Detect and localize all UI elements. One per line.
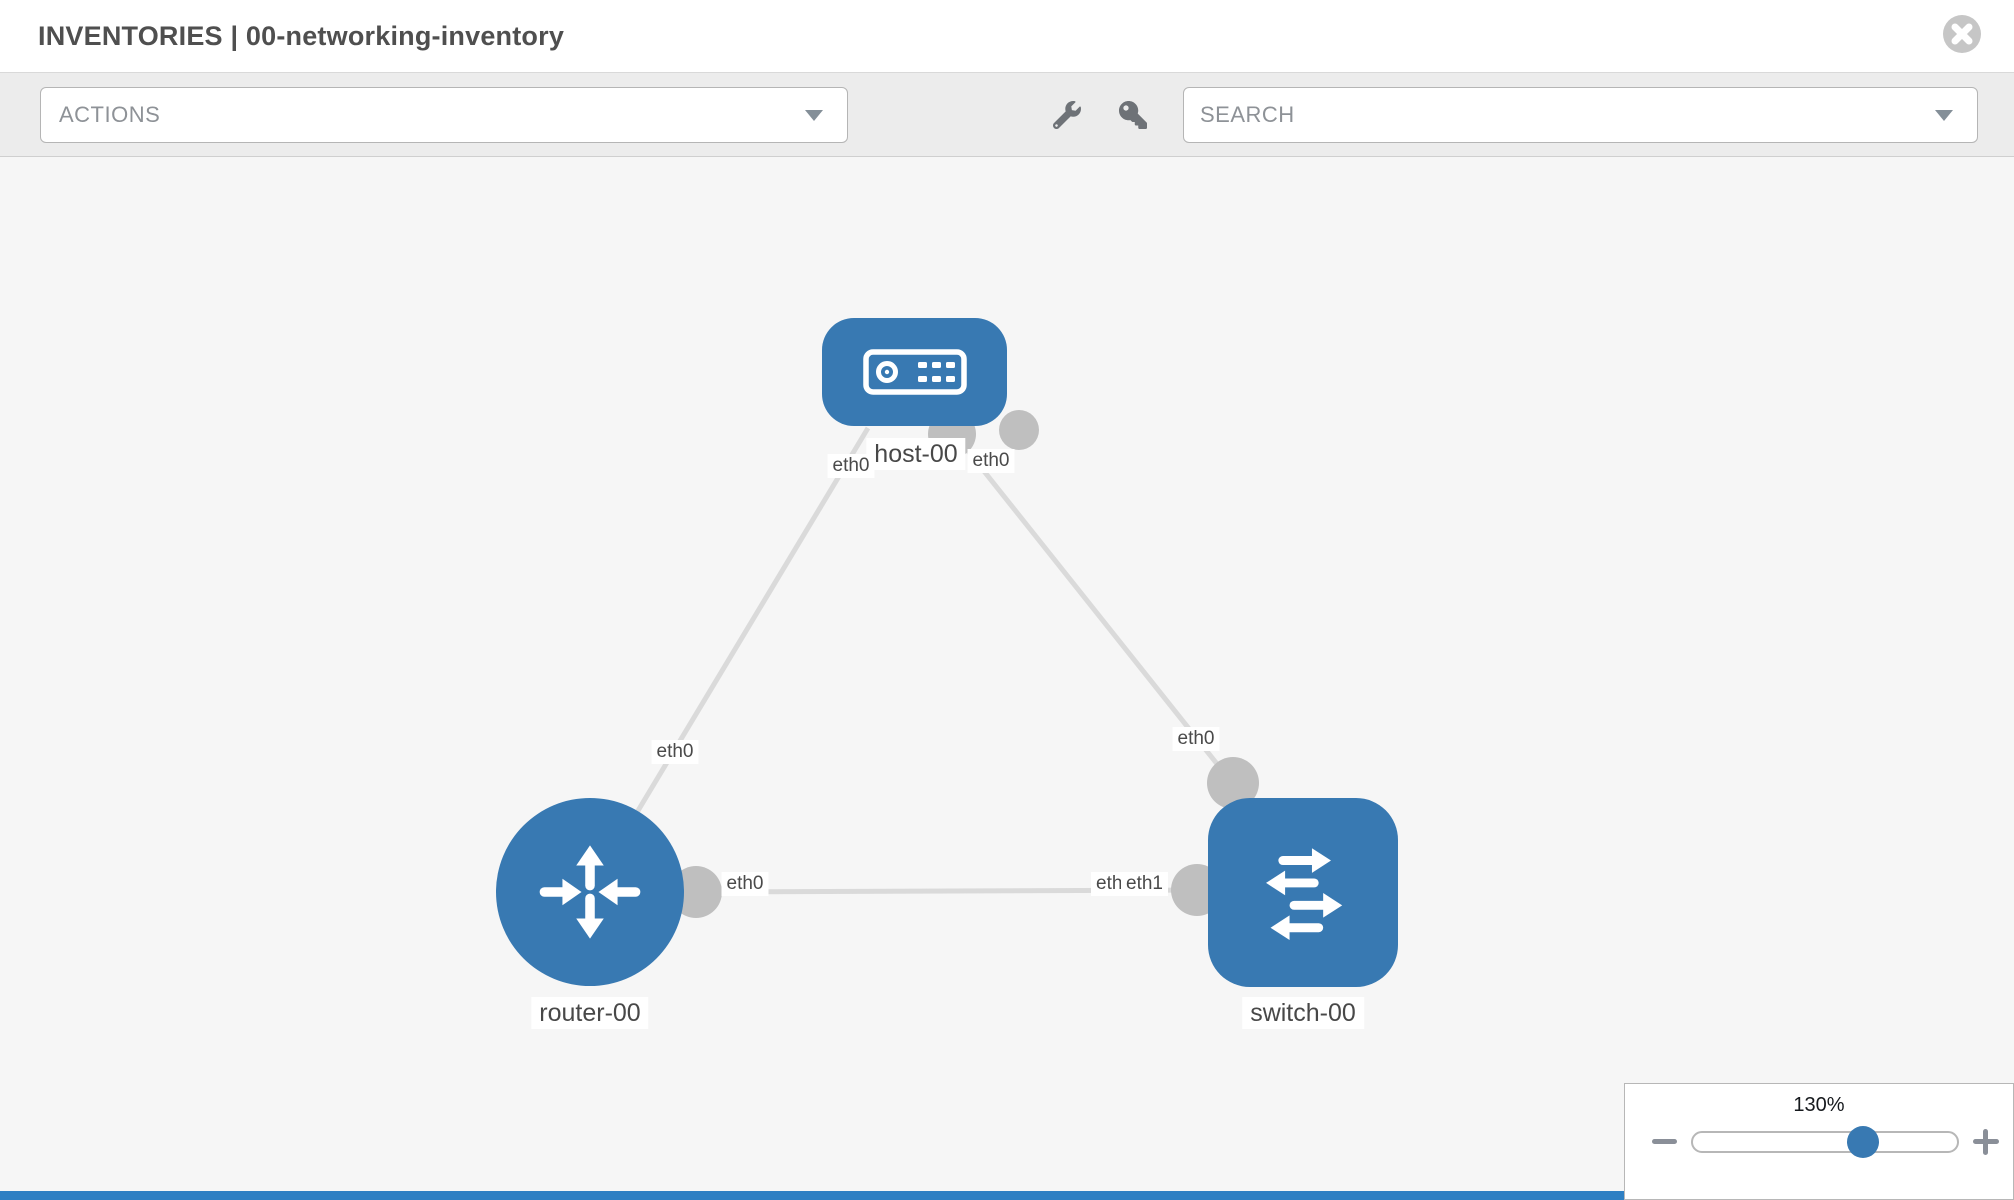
search-input[interactable] <box>1184 102 1935 128</box>
key-button[interactable] <box>1119 101 1147 129</box>
node-router-00[interactable] <box>496 798 684 986</box>
header: INVENTORIES | 00-networking-inventory <box>0 0 2014 73</box>
router-icon <box>539 845 641 939</box>
chevron-down-icon <box>1935 109 1953 121</box>
if-label-switch-eth0-diagonal: eth0 <box>1172 727 1220 751</box>
if-label-router-eth0-diagonal: eth0 <box>651 740 699 764</box>
switch-icon <box>1266 847 1343 940</box>
search-dropdown[interactable] <box>1183 87 1978 143</box>
node-label-host-00: host-00 <box>866 438 966 470</box>
node-label-router-00: router-00 <box>531 997 649 1029</box>
zoom-slider-track[interactable] <box>1691 1131 1959 1153</box>
close-icon <box>1943 15 1981 53</box>
node-switch-00[interactable] <box>1208 798 1398 987</box>
interface-dot-host-right <box>999 410 1039 450</box>
node-label-switch-00: switch-00 <box>1242 997 1364 1029</box>
actions-dropdown-label: ACTIONS <box>59 102 161 127</box>
zoom-level-label: 130% <box>1793 1094 1845 1116</box>
zoom-in-button-bar-v <box>1983 1129 1988 1155</box>
zoom-slider-handle[interactable] <box>1847 1126 1879 1158</box>
zoom-in-button[interactable] <box>1969 1125 2003 1159</box>
wrench-icon <box>1052 101 1081 130</box>
page-title: INVENTORIES | 00-networking-inventory <box>38 21 565 51</box>
node-host-00[interactable] <box>822 318 1007 426</box>
topology-canvas[interactable]: host-00 router-00 switch-00 eth0 eth0 et… <box>0 157 2014 1200</box>
links-layer <box>627 426 1235 895</box>
link-host-switch[interactable] <box>950 429 1235 786</box>
key-icon <box>1119 101 1147 129</box>
footer-accent-bar <box>0 1191 1624 1200</box>
chevron-down-icon <box>805 109 823 121</box>
toolbar: ACTIONS <box>0 73 2014 157</box>
zoom-out-button[interactable] <box>1652 1139 1677 1144</box>
zoom-panel: 130% <box>1624 1083 2014 1200</box>
link-host-router[interactable] <box>627 426 871 826</box>
if-label-router-eth0-horizontal: eth0 <box>721 872 769 896</box>
if-label-host-eth0-right: eth0 <box>967 449 1015 473</box>
if-label-switch-eth1-front: eth1 <box>1121 872 1168 896</box>
close-button[interactable] <box>1942 14 1982 54</box>
if-label-host-eth0-left: eth0 <box>827 454 875 478</box>
host-icon <box>862 349 967 395</box>
tools-button[interactable] <box>1052 101 1081 130</box>
actions-dropdown[interactable]: ACTIONS <box>40 87 848 143</box>
